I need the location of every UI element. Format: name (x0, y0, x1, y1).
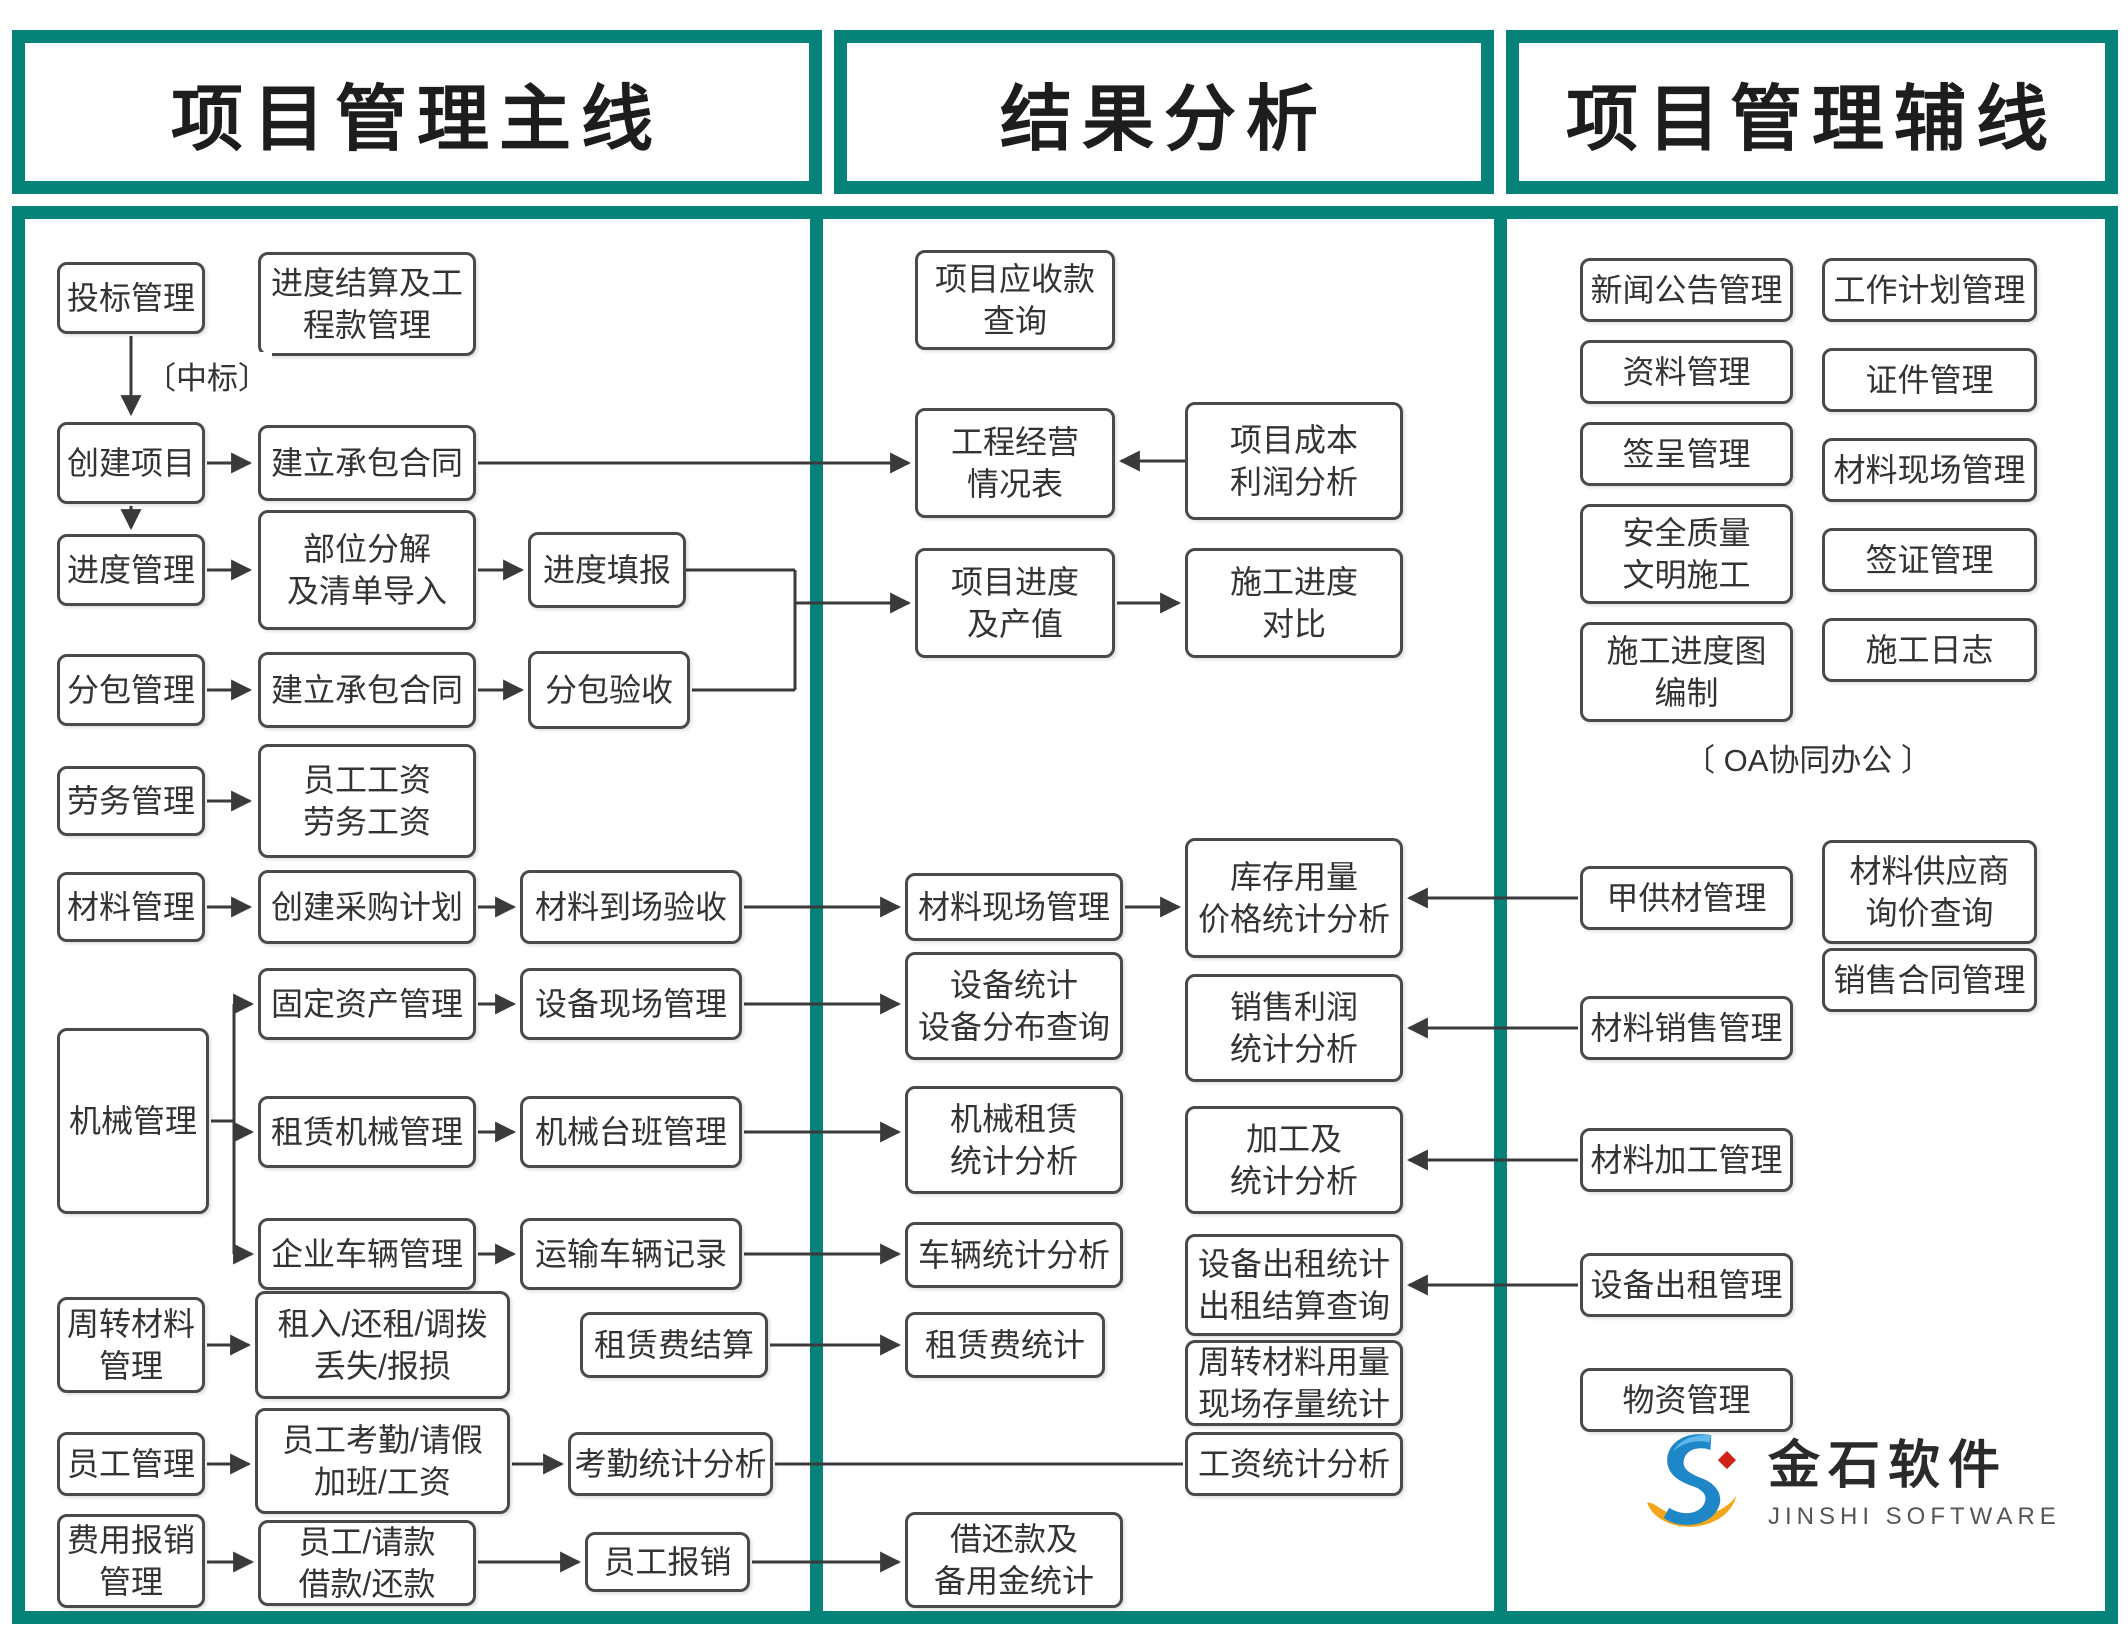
node-employee-management: 员工管理 (57, 1432, 205, 1496)
node-cost-profit-analysis: 项目成本 利润分析 (1185, 402, 1403, 520)
node-rental-fee-settlement: 租赁费结算 (580, 1312, 768, 1378)
node-machinery-management: 机械管理 (57, 1028, 209, 1214)
node-attendance-leave-wage: 员工考勤/请假 加班/工资 (255, 1408, 510, 1514)
node-vehicle-stats: 车辆统计分析 (905, 1222, 1123, 1288)
node-material-processing: 材料加工管理 (1580, 1128, 1793, 1192)
node-subcontract-acceptance: 分包验收 (528, 651, 690, 729)
node-sales-profit-stats: 销售利润 统计分析 (1185, 974, 1403, 1082)
node-owner-supplied-material: 甲供材管理 (1580, 866, 1793, 930)
node-document-mgmt: 资料管理 (1580, 340, 1793, 404)
node-rental-fee-stats: 租赁费统计 (905, 1312, 1105, 1378)
node-progress-settlement: 进度结算及工 程款管理 (258, 252, 476, 356)
divider-main-result (810, 206, 823, 1624)
node-project-operation-table: 工程经营 情况表 (915, 408, 1115, 518)
node-safety-quality: 安全质量 文明施工 (1580, 504, 1793, 604)
header-main-line-title: 项目管理主线 (170, 75, 663, 161)
node-fixed-assets: 固定资产管理 (258, 968, 476, 1040)
node-work-plan-mgmt: 工作计划管理 (1822, 258, 2037, 322)
label-win-bid: 〔中标〕 (142, 352, 272, 398)
node-expense-reimburse-mgmt: 费用报销 管理 (57, 1514, 205, 1608)
node-memo-mgmt: 签呈管理 (1580, 422, 1793, 486)
node-visa-mgmt: 签证管理 (1822, 528, 2037, 592)
node-labor-management: 劳务管理 (57, 766, 205, 836)
node-transport-records: 运输车辆记录 (520, 1218, 742, 1290)
node-goods-mgmt: 物资管理 (1580, 1368, 1793, 1432)
node-material-site-mgmt-right: 材料现场管理 (1822, 438, 2037, 502)
jinshi-logo-en: JINSHI SOFTWARE (1768, 1503, 2061, 1531)
jinshi-logo-icon (1647, 1434, 1737, 1527)
node-employee-reimburse: 员工报销 (585, 1532, 750, 1592)
node-supplier-inquiry: 材料供应商 询价查询 (1822, 840, 2037, 944)
node-processing-stats: 加工及 统计分析 (1185, 1106, 1403, 1214)
jinshi-logo-text: 金石软件 JINSHI SOFTWARE (1768, 1428, 2061, 1531)
node-wage-stats: 工资统计分析 (1185, 1432, 1403, 1496)
node-rent-return-transfer: 租入/还租/调拨 丢失/报损 (255, 1291, 510, 1399)
header-aux-line: 项目管理辅线 (1506, 30, 2118, 194)
jinshi-logo: 金石软件 JINSHI SOFTWARE (1638, 1428, 2061, 1538)
header-result-analysis-title: 结果分析 (999, 75, 1328, 161)
divider-result-aux (1494, 206, 1507, 1624)
node-material-management: 材料管理 (57, 872, 205, 942)
node-company-vehicles: 企业车辆管理 (258, 1218, 476, 1290)
node-sales-contract-mgmt: 销售合同管理 (1822, 948, 2037, 1012)
header-result-analysis: 结果分析 (834, 30, 1494, 194)
node-request-loan-repay: 员工/请款 借款/还款 (258, 1520, 476, 1606)
header-main-line: 项目管理主线 (12, 30, 822, 194)
node-contract-setup-2: 建立承包合同 (258, 652, 476, 728)
node-employee-labor-wages: 员工工资 劳务工资 (258, 744, 476, 858)
node-create-purchase-plan: 创建采购计划 (258, 870, 476, 944)
node-construction-log: 施工日志 (1822, 618, 2037, 682)
node-machine-shift-mgmt: 机械台班管理 (520, 1096, 742, 1168)
node-loan-pettycash-stats: 借还款及 备用金统计 (905, 1512, 1123, 1608)
node-progress-report: 进度填报 (528, 532, 686, 608)
node-equipment-stats-query: 设备统计 设备分布查询 (905, 952, 1123, 1060)
node-equipment-lease-stats: 设备出租统计 出租结算查询 (1185, 1234, 1403, 1336)
node-turnover-material: 周转材料 管理 (57, 1297, 205, 1393)
node-machine-rental-stats: 机械租赁 统计分析 (905, 1086, 1123, 1194)
node-inventory-price-stats: 库存用量 价格统计分析 (1185, 838, 1403, 958)
node-schedule-chart: 施工进度图 编制 (1580, 622, 1793, 722)
node-contract-setup-1: 建立承包合同 (258, 425, 476, 501)
node-certificate-mgmt: 证件管理 (1822, 348, 2037, 412)
node-attendance-analysis: 考勤统计分析 (568, 1432, 773, 1496)
node-progress-management: 进度管理 (57, 534, 205, 606)
node-construction-compare: 施工进度 对比 (1185, 548, 1403, 658)
node-progress-output-value: 项目进度 及产值 (915, 548, 1115, 658)
node-material-site-mgmt-mid: 材料现场管理 (905, 873, 1123, 941)
node-create-project: 创建项目 (57, 422, 205, 504)
node-turnover-usage-stats: 周转材料用量 现场存量统计 (1185, 1340, 1403, 1426)
node-news-announcement: 新闻公告管理 (1580, 258, 1793, 322)
jinshi-logo-cn: 金石软件 (1768, 1437, 2009, 1495)
node-equipment-lease-mgmt: 设备出租管理 (1580, 1253, 1793, 1317)
label-oa-office: 〔 OA协同办公 〕 (1658, 736, 1958, 778)
node-material-arrival-check: 材料到场验收 (520, 870, 742, 944)
node-equipment-site-mgmt: 设备现场管理 (520, 968, 742, 1040)
node-part-breakdown: 部位分解 及清单导入 (258, 510, 476, 630)
node-material-sales-mgmt: 材料销售管理 (1580, 996, 1793, 1060)
node-subcontract-management: 分包管理 (57, 654, 205, 726)
node-bid-management: 投标管理 (57, 262, 205, 334)
node-leased-machinery: 租赁机械管理 (258, 1096, 476, 1168)
node-receivables-query: 项目应收款 查询 (915, 250, 1115, 350)
header-aux-line-title: 项目管理辅线 (1565, 75, 2058, 161)
